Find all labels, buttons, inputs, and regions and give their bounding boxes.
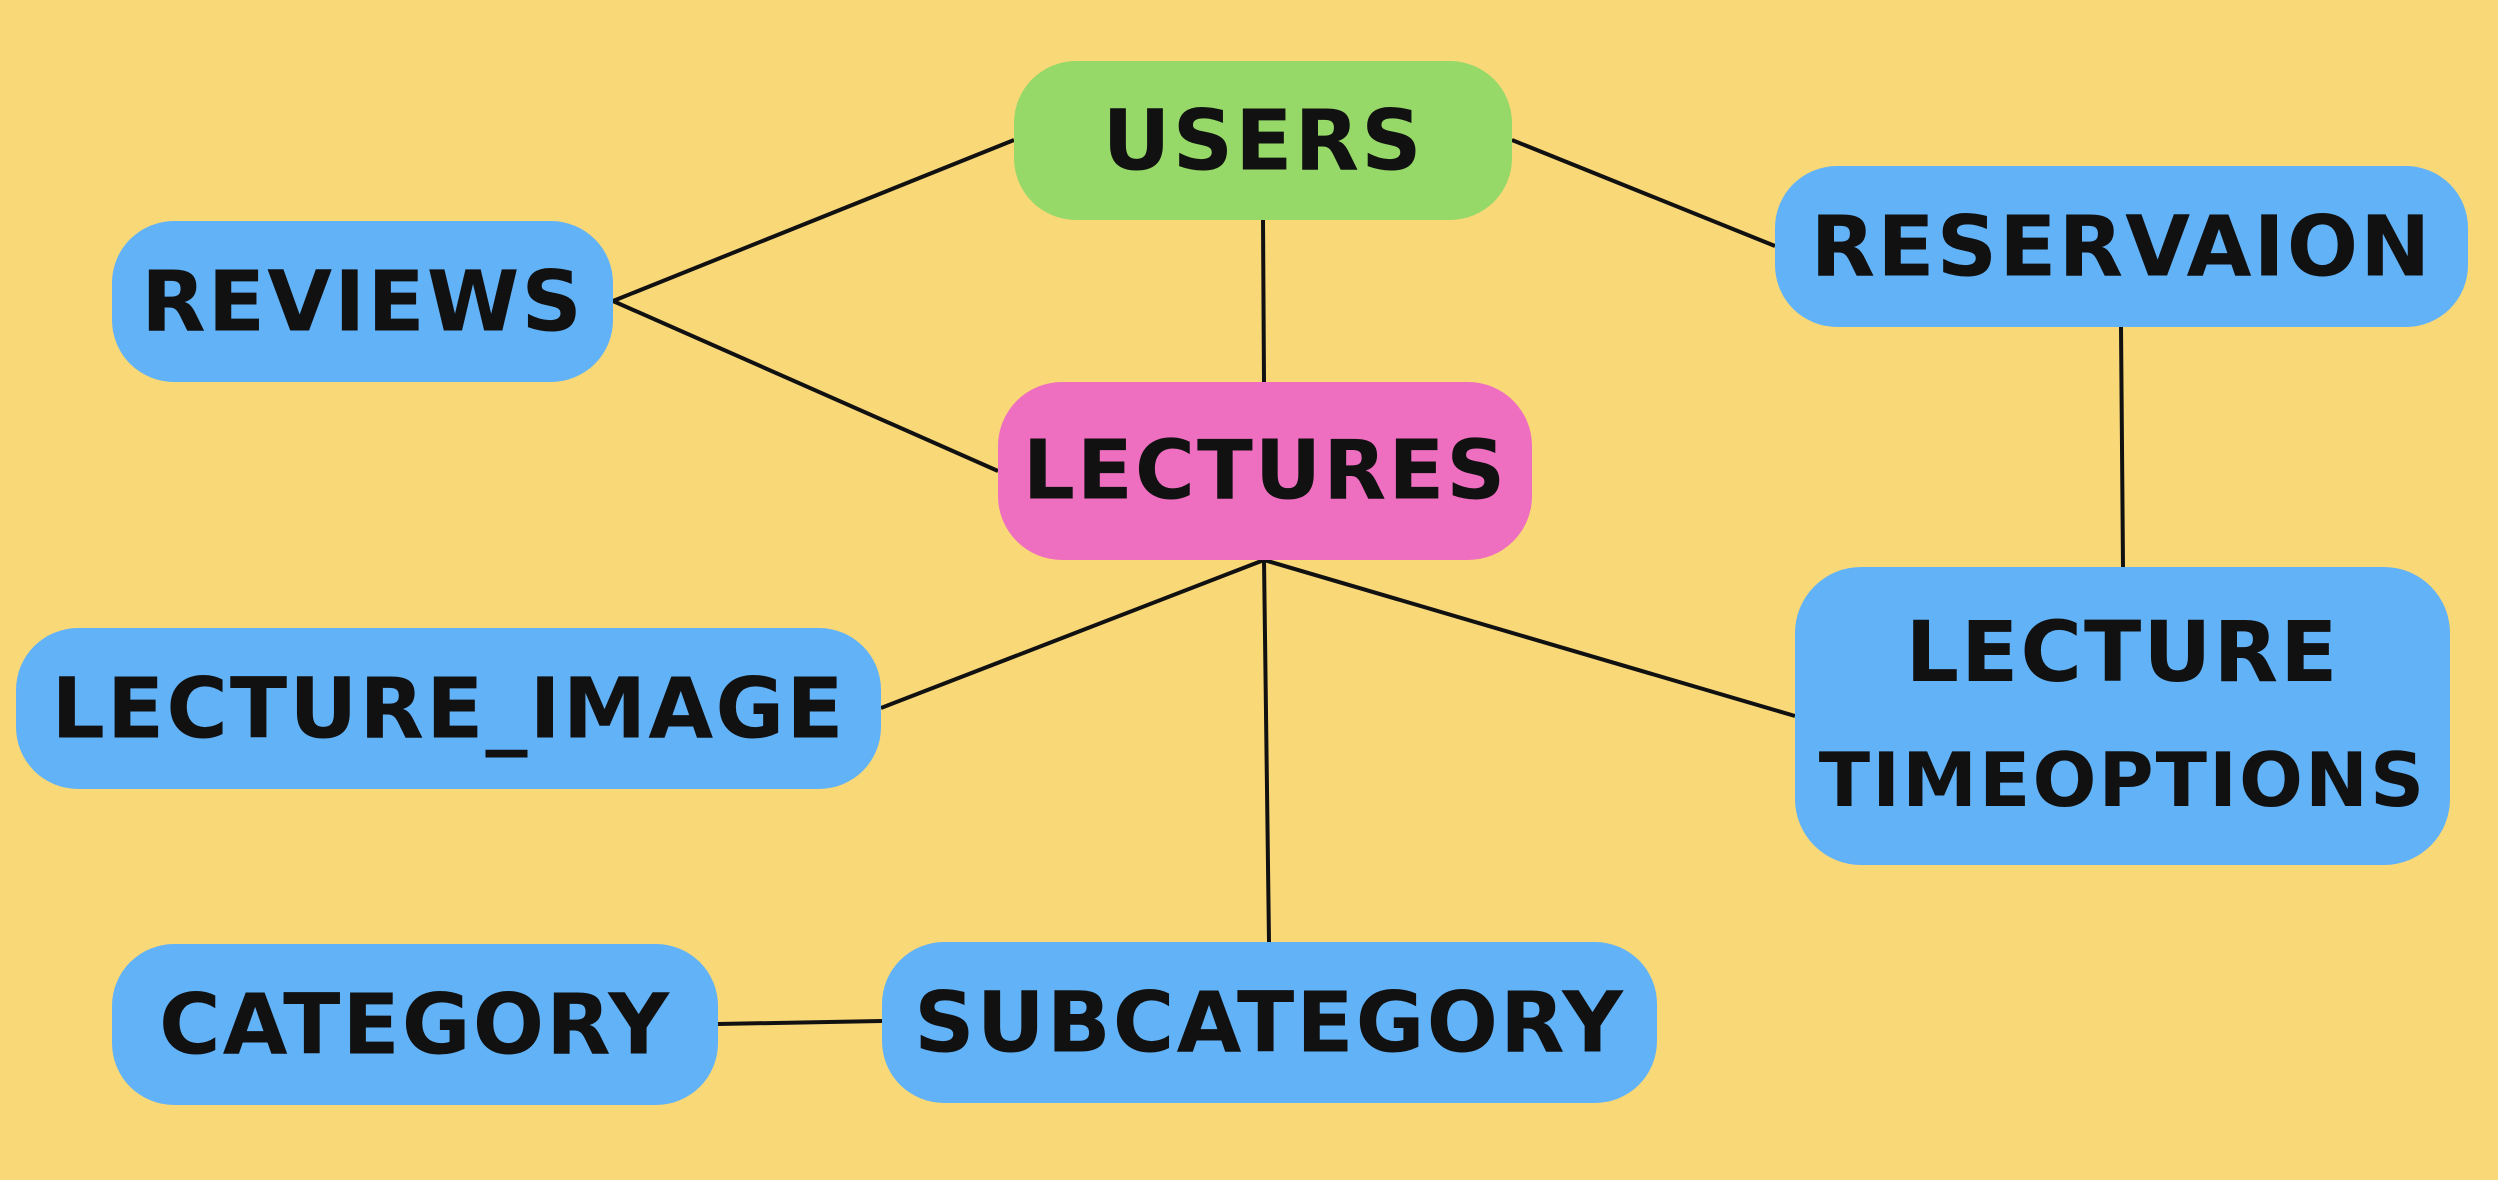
entity-box-lecture-image xyxy=(16,628,881,789)
entity-label-reviews: REVIEWS xyxy=(141,253,584,351)
entity-box-category xyxy=(112,944,718,1105)
edge-lectures-subcategory xyxy=(1262,559,1271,943)
entity-category[interactable]: CATEGORY xyxy=(112,944,718,1105)
entity-box-lecture-timeoptions xyxy=(1795,567,2450,865)
entity-label-reservaion: RESERVAION xyxy=(1811,198,2433,296)
edge-users-reservaion xyxy=(1511,138,1776,248)
entity-label-lectures: LECTURES xyxy=(1023,424,1508,519)
entity-lectures[interactable]: LECTURES xyxy=(998,382,1532,560)
entity-subcategory[interactable]: SUBCATEGORY xyxy=(882,942,1657,1103)
entity-box-subcategory xyxy=(882,942,1657,1103)
entity-box-reviews xyxy=(112,221,613,382)
entity-label-lecture-image: LECTURE_IMAGE xyxy=(51,660,845,758)
entity-lecture-image[interactable]: LECTURE_IMAGE xyxy=(16,628,881,789)
edge-reservaion-lecture-timeoptions xyxy=(2119,326,2125,568)
nodes-layer: USERS REVIEWS RESERVAION LECTURES LECTURE_IM… xyxy=(16,61,2468,1105)
entity-box-reservaion xyxy=(1775,166,2468,327)
edge-users-reviews xyxy=(612,138,1015,303)
entity-label-lecture-timeoptions-1: LECTURE xyxy=(1905,603,2339,701)
entity-box-users xyxy=(1014,61,1512,220)
entity-reservaion[interactable]: RESERVAION xyxy=(1775,166,2468,327)
entity-label-lecture-timeoptions-2: TIMEOPTIONS xyxy=(1819,736,2427,824)
edge-users-lectures xyxy=(1261,219,1266,383)
entity-box-lectures xyxy=(998,382,1532,560)
entity-users[interactable]: USERS xyxy=(1014,61,1512,220)
entity-label-users: USERS xyxy=(1102,92,1423,190)
edge-reviews-lectures xyxy=(612,299,999,473)
edge-category-subcategory xyxy=(717,1019,883,1026)
entity-reviews[interactable]: REVIEWS xyxy=(112,221,613,382)
entity-lecture-timeoptions[interactable]: LECTURE TIMEOPTIONS xyxy=(1795,567,2450,865)
edges-layer xyxy=(612,138,2125,1026)
entity-label-category: CATEGORY xyxy=(159,976,671,1074)
entity-label-subcategory: SUBCATEGORY xyxy=(914,974,1625,1072)
edge-lectures-lecture-timeoptions xyxy=(1263,558,1796,718)
edge-lectures-lecture-image xyxy=(880,558,1265,710)
